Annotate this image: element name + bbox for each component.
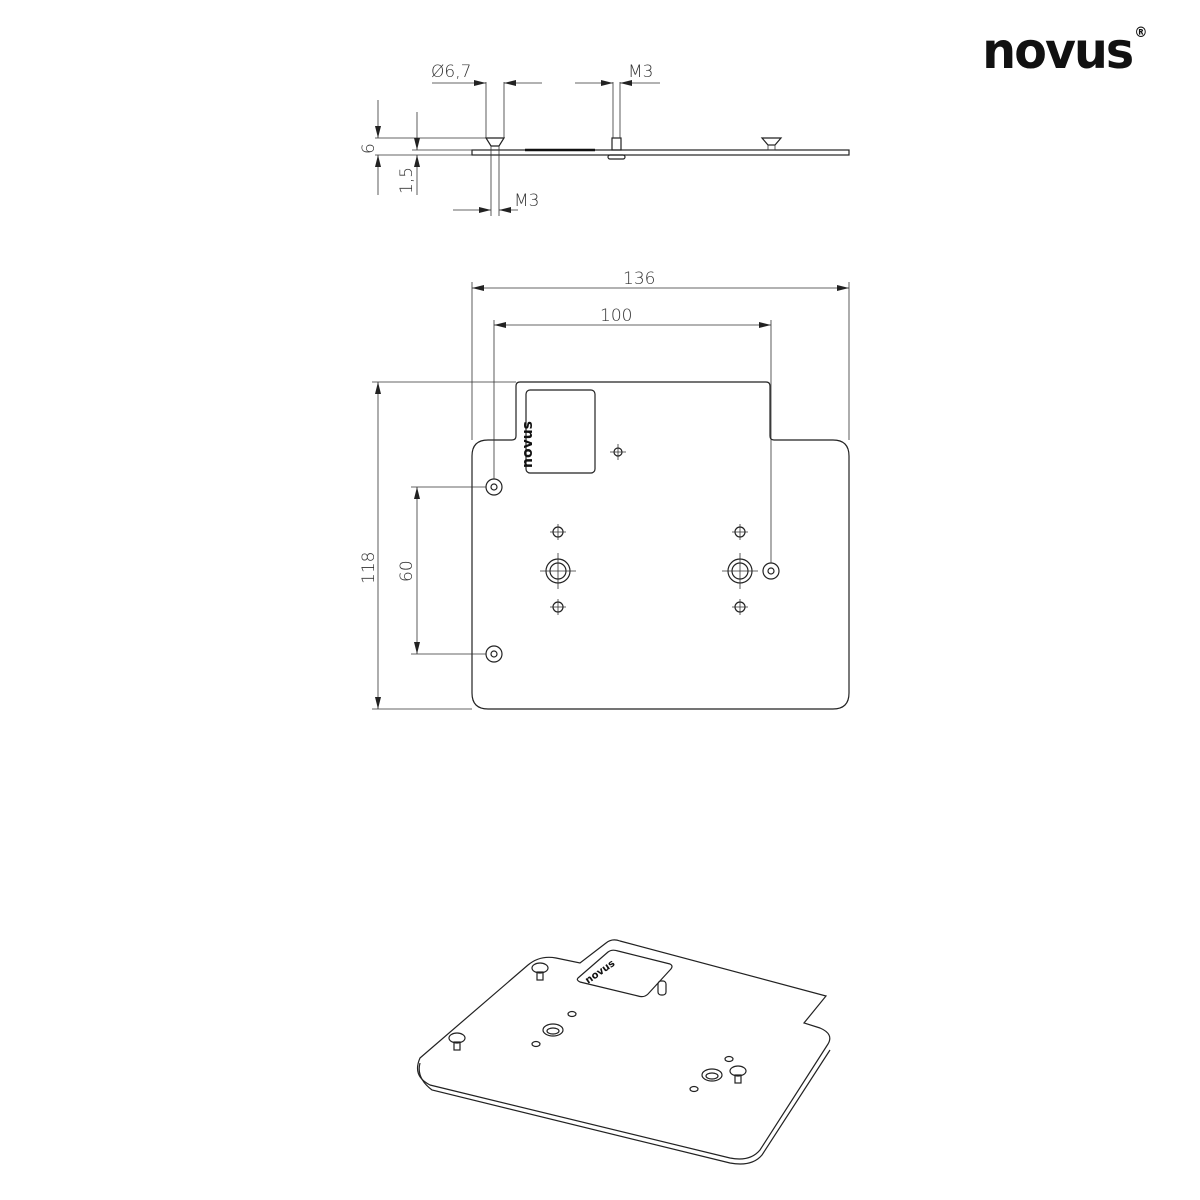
center-hole-iso bbox=[542, 1023, 564, 1037]
plate-iso-edge bbox=[418, 1049, 831, 1165]
novus-logo: novus® bbox=[982, 25, 1147, 76]
crosshair bbox=[722, 553, 758, 589]
crosshair bbox=[550, 599, 566, 615]
center-hole-iso-inner bbox=[546, 1027, 560, 1035]
screw-shank-iso bbox=[536, 971, 544, 981]
screw-shank-iso bbox=[734, 1074, 742, 1084]
registered-mark: ® bbox=[1134, 25, 1147, 41]
plate-side-profile bbox=[471, 149, 850, 156]
screw-iso bbox=[729, 1065, 747, 1077]
dim-thickness: 1,5 bbox=[397, 167, 417, 194]
center-hole-iso-inner bbox=[705, 1072, 719, 1080]
dim-plate-height: 118 bbox=[359, 552, 379, 584]
logo-text: novus bbox=[982, 22, 1134, 80]
small-hole-iso bbox=[724, 1055, 734, 1063]
dim-hole-spacing-x: 100 bbox=[600, 306, 632, 326]
crosshair bbox=[540, 553, 576, 589]
dim-width: 136 bbox=[623, 269, 655, 289]
dim-height: 6 bbox=[359, 143, 379, 154]
screw-shank bbox=[767, 144, 776, 151]
label-area bbox=[525, 389, 596, 474]
mounting-hole-inner bbox=[490, 650, 498, 658]
dim-hole-spacing-y: 60 bbox=[397, 560, 417, 582]
label-logo: novus bbox=[520, 421, 536, 468]
label-logo-iso: novus bbox=[583, 958, 617, 986]
mounting-hole-inner bbox=[490, 483, 498, 491]
side-view: Ø6,7 M3 M3 6 1,5 bbox=[359, 62, 850, 216]
mounting-hole bbox=[485, 645, 503, 663]
center-hole-iso bbox=[701, 1068, 723, 1082]
mounting-hole bbox=[762, 562, 780, 580]
mounting-hole-inner bbox=[767, 567, 775, 575]
screw-iso bbox=[531, 962, 549, 974]
pin bbox=[611, 137, 622, 151]
label-area-iso bbox=[576, 949, 673, 998]
small-hole-iso bbox=[531, 1040, 541, 1048]
screw-iso bbox=[448, 1032, 466, 1044]
holes bbox=[485, 444, 780, 663]
countersunk-screw bbox=[760, 137, 783, 146]
crosshair bbox=[732, 524, 748, 540]
small-hole-iso bbox=[689, 1085, 699, 1093]
dim-thread-top: M3 bbox=[628, 62, 653, 82]
crosshair bbox=[610, 444, 626, 460]
countersunk-screw bbox=[484, 137, 506, 147]
plate-outline bbox=[471, 381, 850, 710]
dim-thread-bottom: M3 bbox=[514, 191, 539, 211]
dim-diameter: Ø6,7 bbox=[431, 62, 471, 82]
screw-shank-iso bbox=[453, 1041, 461, 1051]
small-hole-iso bbox=[567, 1010, 577, 1018]
isometric-view: novus bbox=[417, 939, 831, 1165]
mounting-hole bbox=[485, 478, 503, 496]
top-view: novus 136 100 118 60 bbox=[359, 269, 850, 710]
crosshair bbox=[550, 524, 566, 540]
pin-iso bbox=[657, 980, 667, 996]
crosshair bbox=[732, 599, 748, 615]
pin-base bbox=[607, 154, 626, 160]
plate-iso-outline bbox=[417, 939, 831, 1160]
